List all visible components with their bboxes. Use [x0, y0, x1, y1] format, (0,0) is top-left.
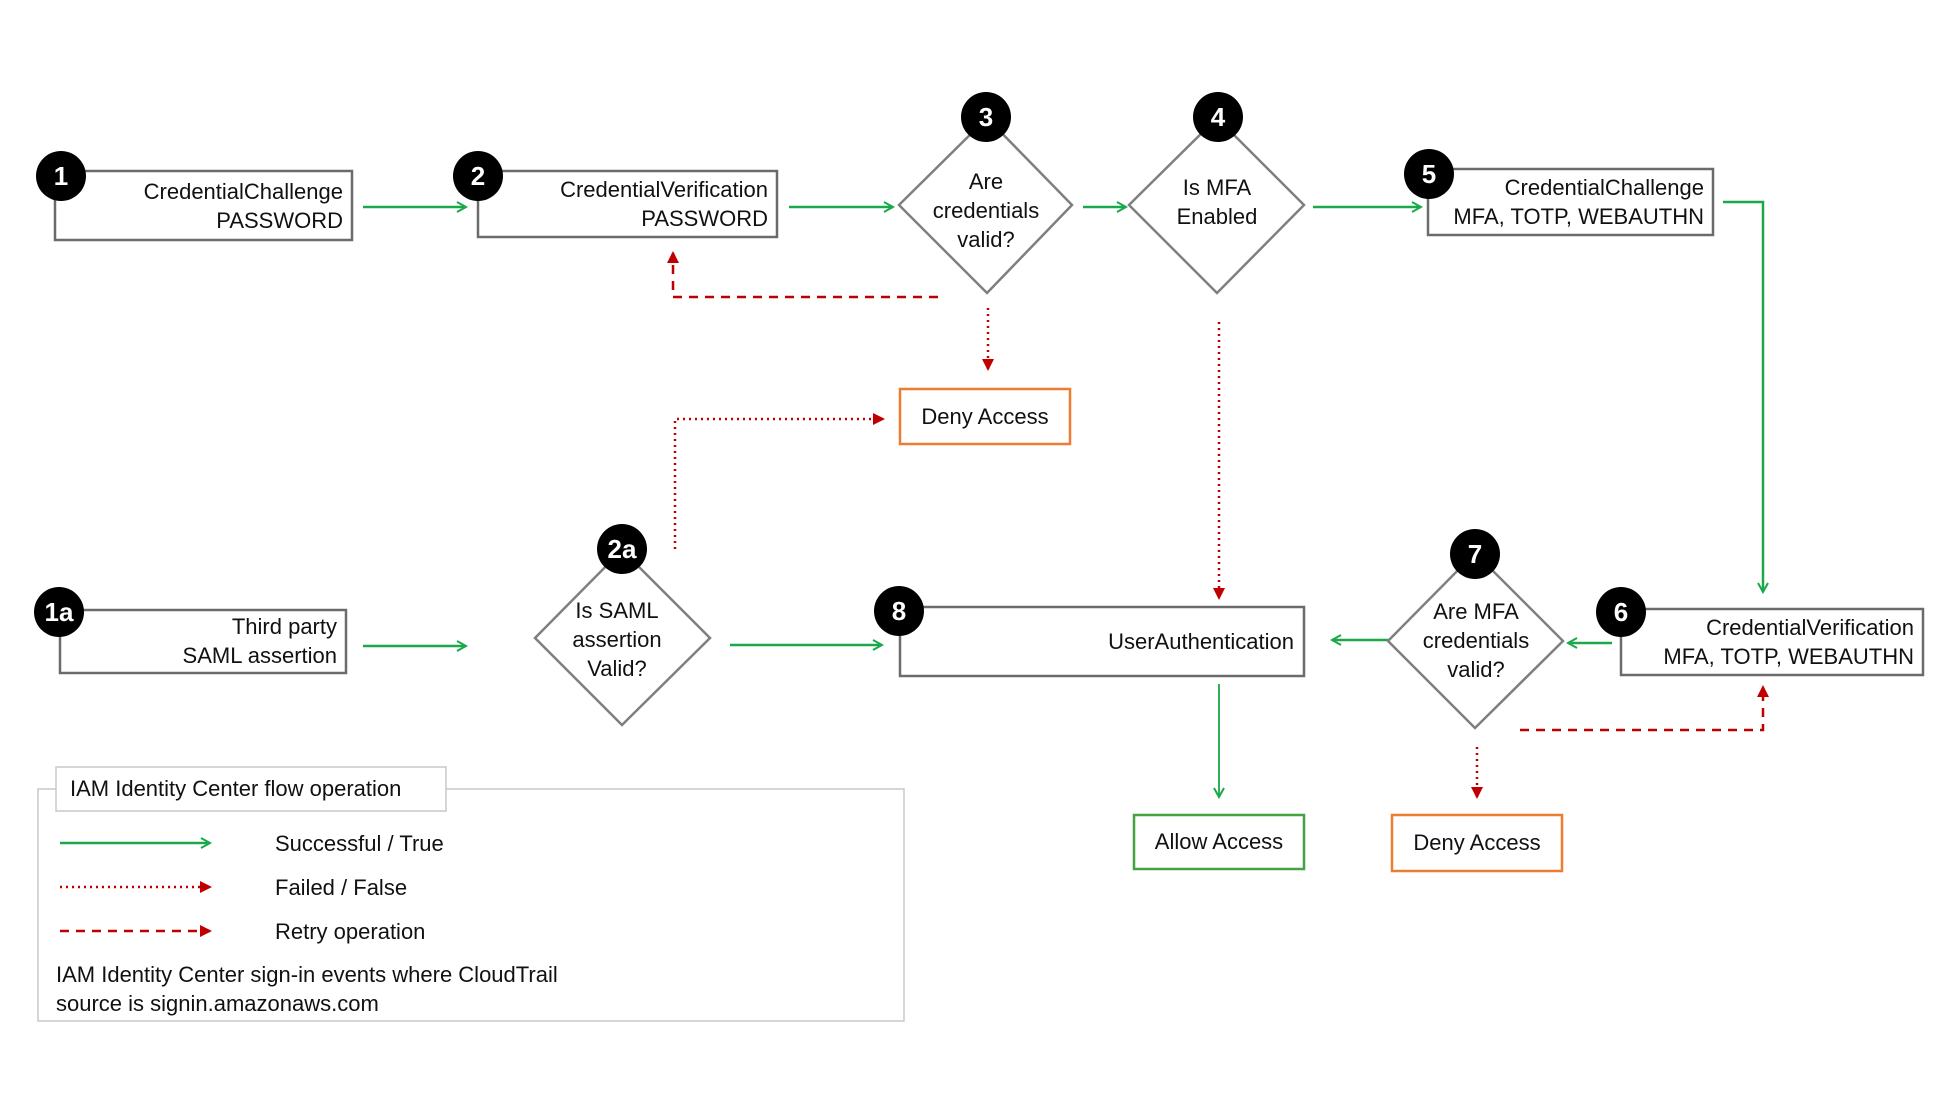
legend-title: IAM Identity Center flow operation: [70, 776, 401, 801]
decision-credentials-valid: Are credentials valid? 3: [897, 92, 1074, 295]
step-badge: [1404, 149, 1454, 199]
node-box: [58, 608, 348, 675]
step-badge-label: 6: [1614, 597, 1628, 627]
decision-label-line3: valid?: [1447, 657, 1504, 682]
legend-label-failed: Failed / False: [275, 875, 407, 900]
connectors: [363, 200, 1769, 799]
node-box: [53, 169, 354, 242]
decision-diamond: [897, 116, 1074, 295]
node-label-line1: CredentialVerification: [1706, 615, 1914, 640]
decision-label-line1: Are: [969, 169, 1003, 194]
decision-label-line3: valid?: [957, 227, 1014, 252]
node-user-authentication: UserAuthentication 8: [874, 586, 1306, 678]
decision-diamond: [1386, 551, 1565, 730]
deny-box: [898, 387, 1072, 446]
deny-box: [1390, 813, 1564, 873]
retry-7-to-6: [1520, 685, 1769, 732]
decision-diamond: [533, 548, 712, 727]
node-label-line2: SAML assertion: [183, 643, 337, 668]
node-box: [898, 605, 1306, 678]
node-third-party-saml: Third party SAML assertion 1a: [34, 587, 348, 675]
step-badge-label: 7: [1468, 539, 1482, 569]
decision-label-line2: credentials: [933, 198, 1039, 223]
step-badge-label: 2a: [608, 534, 637, 564]
decision-mfa-credentials-valid: Are MFA credentials valid? 7: [1386, 529, 1565, 730]
deny-label: Deny Access: [921, 404, 1048, 429]
node-credential-verification-password: CredentialVerification PASSWORD 2: [453, 151, 779, 239]
arrow-2a-to-deny-top: [673, 413, 885, 549]
node-credential-challenge-password: CredentialChallenge PASSWORD 1: [36, 151, 354, 242]
step-badge-label: 3: [979, 102, 993, 132]
node-label-line2: PASSWORD: [216, 208, 343, 233]
decision-label-line2: assertion: [572, 627, 661, 652]
legend-note-line1: IAM Identity Center sign-in events where…: [56, 962, 558, 987]
decision-label-line2: Enabled: [1177, 204, 1258, 229]
decision-label-line1: Is MFA: [1183, 175, 1252, 200]
legend-label-retry: Retry operation: [275, 919, 425, 944]
deny-access-bottom: Deny Access: [1390, 813, 1564, 873]
node-box: [1619, 607, 1925, 677]
allow-box: [1132, 813, 1306, 871]
step-badge: [1193, 92, 1243, 142]
decision-label-line1: Is SAML: [575, 598, 658, 623]
step-badge-label: 1: [54, 161, 68, 191]
retry-3-to-2: [667, 251, 938, 299]
node-box: [1426, 167, 1715, 237]
node-label-line1: CredentialVerification: [560, 177, 768, 202]
step-badge: [453, 151, 503, 201]
step-badge: [34, 587, 84, 637]
arrow-5-to-6: [1723, 200, 1763, 592]
decision-label-line2: credentials: [1423, 628, 1529, 653]
decision-mfa-enabled: Is MFA Enabled 4: [1127, 92, 1306, 295]
step-badge: [36, 151, 86, 201]
decision-label-line3: Valid?: [587, 656, 647, 681]
step-badge-label: 5: [1422, 159, 1436, 189]
legend-frame: [37, 788, 905, 1022]
legend: IAM Identity Center flow operation Succe…: [37, 766, 905, 1022]
decision-label-line1: Are MFA: [1433, 599, 1519, 624]
node-label-line1: CredentialChallenge: [144, 179, 343, 204]
node-label-line2: PASSWORD: [641, 206, 768, 231]
deny-access-top: Deny Access: [898, 387, 1072, 446]
step-badge-label: 1a: [45, 597, 74, 627]
step-badge: [1596, 587, 1646, 637]
node-label-line1: Third party: [232, 614, 337, 639]
step-badge-label: 8: [892, 596, 906, 626]
node-label-line1: CredentialChallenge: [1505, 175, 1704, 200]
step-badge-label: 4: [1211, 102, 1226, 132]
step-badge: [597, 524, 647, 574]
legend-label-success: Successful / True: [275, 831, 444, 856]
allow-label: Allow Access: [1155, 829, 1283, 854]
decision-saml-valid: Is SAML assertion Valid? 2a: [533, 524, 712, 727]
deny-label: Deny Access: [1413, 830, 1540, 855]
node-box: [476, 169, 779, 239]
node-label-line2: MFA, TOTP, WEBAUTHN: [1453, 204, 1704, 229]
legend-note-line2: source is signin.amazonaws.com: [56, 991, 379, 1016]
decision-diamond: [1127, 116, 1306, 295]
step-badge-label: 2: [471, 161, 485, 191]
step-badge: [874, 586, 924, 636]
node-credential-challenge-mfa: CredentialChallenge MFA, TOTP, WEBAUTHN …: [1404, 149, 1715, 237]
allow-access: Allow Access: [1132, 813, 1306, 871]
node-label: UserAuthentication: [1108, 629, 1294, 654]
step-badge: [1450, 529, 1500, 579]
node-credential-verification-mfa: CredentialVerification MFA, TOTP, WEBAUT…: [1596, 587, 1925, 677]
step-badge: [961, 92, 1011, 142]
legend-title-box: [55, 766, 447, 812]
node-label-line2: MFA, TOTP, WEBAUTHN: [1663, 644, 1914, 669]
